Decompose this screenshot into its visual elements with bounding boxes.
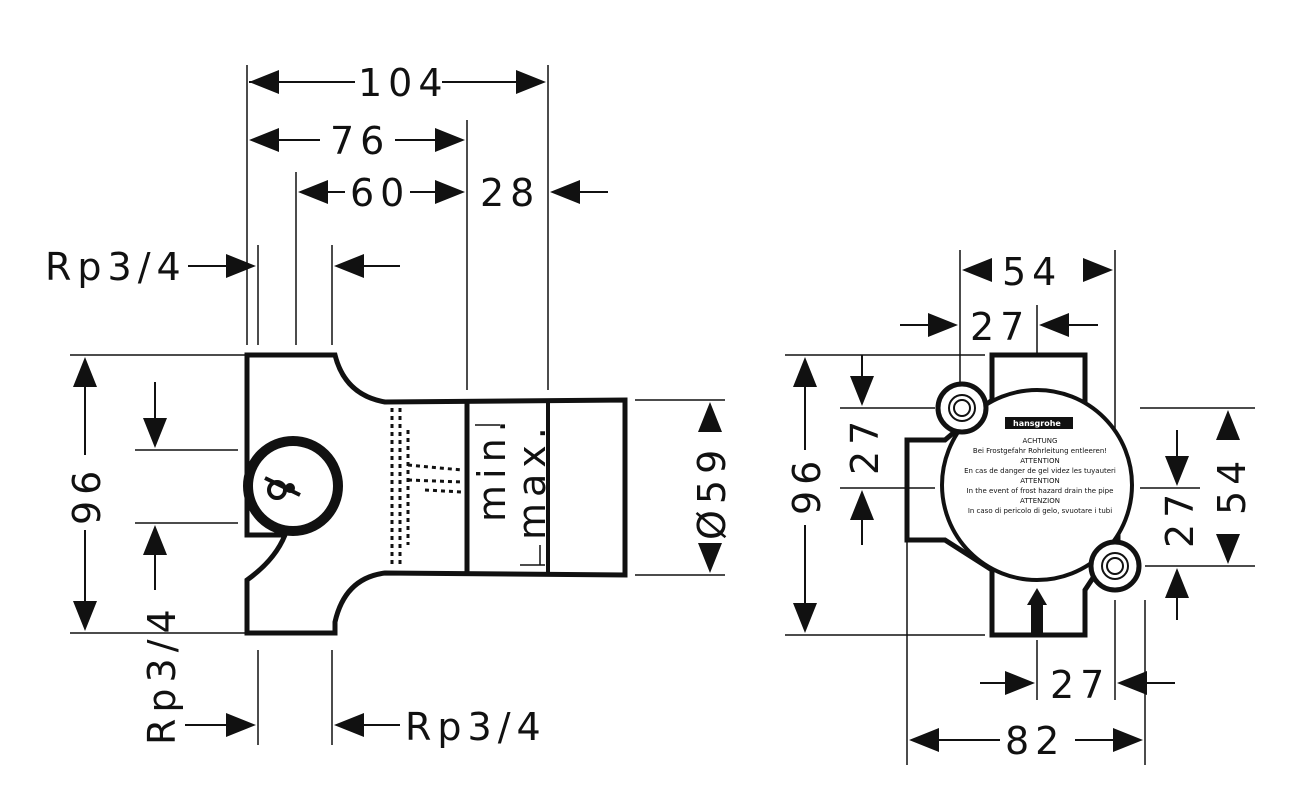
svg-text:En cas de danger de gel videz: En cas de danger de gel videz les tuyaut… [964,467,1116,475]
dim-54-right: 54 [1210,455,1254,515]
dim-76: 76 [330,119,390,163]
svg-text:ACHTUNG: ACHTUNG [1023,437,1058,445]
svg-text:Bei Frostgefahr Rohrleitung en: Bei Frostgefahr Rohrleitung entleeren! [973,447,1107,455]
min-label: min. [470,414,514,522]
dim-28: 28 [480,171,540,215]
dim-82: 82 [1005,719,1065,763]
svg-text:ATTENTION: ATTENTION [1020,477,1059,485]
warning-text: ACHTUNG Bei Frostgefahr Rohrleitung entl… [964,437,1116,515]
svg-text:In the event of frost hazard d: In the event of frost hazard drain the p… [967,487,1114,495]
dim-104: 104 [358,61,449,105]
brand-logo: hansgrohe [1013,419,1061,428]
dim-54-top: 54 [1002,250,1062,294]
dim-27-right: 27 [1158,488,1202,548]
brand-plate [1005,417,1073,429]
dim-27-bottom: 27 [1050,663,1110,707]
svg-text:ATTENTION: ATTENTION [1020,457,1059,465]
left-view [70,65,725,745]
max-label: max. [510,421,554,540]
dim-96-right: 96 [785,455,829,515]
dim-59: Ø59 [690,444,734,540]
thread-bottom-left-label: Rp3/4 [140,603,184,745]
svg-text:In caso di pericolo di gelo, s: In caso di pericolo di gelo, svuotare i … [968,507,1112,515]
dim-60: 60 [350,171,410,215]
thread-top-label: Rp3/4 [45,245,187,289]
dim-96-left: 96 [65,465,109,525]
thread-bottom-right-label: Rp3/4 [405,705,547,749]
dim-27-left: 27 [843,415,887,475]
dim-27-top: 27 [970,305,1030,349]
svg-text:ATTENZION: ATTENZION [1020,497,1060,505]
